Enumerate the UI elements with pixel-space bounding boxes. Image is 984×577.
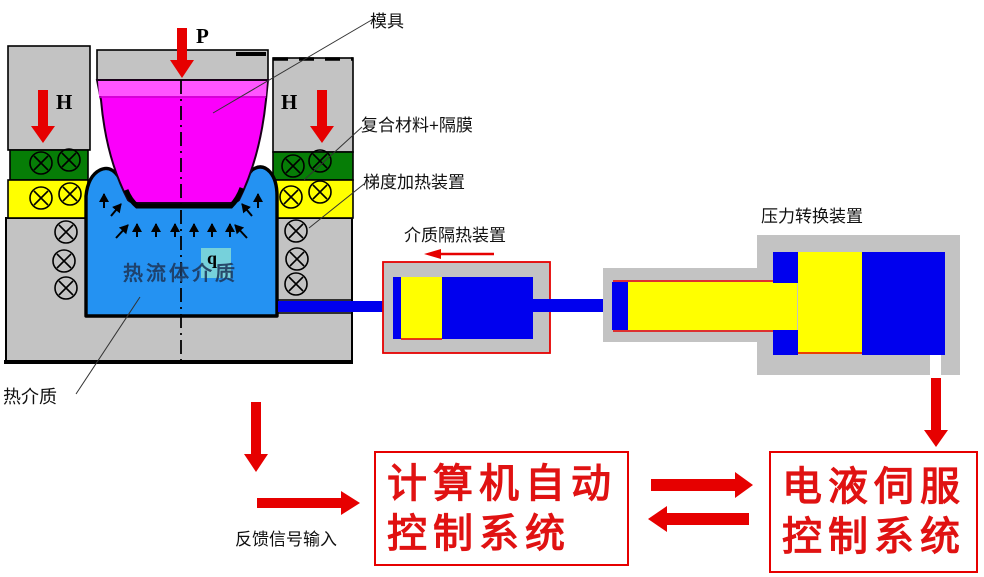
- label-pressure-p: P: [196, 24, 209, 48]
- feedback-right-arrow: [257, 491, 360, 515]
- computer-control-box: [374, 451, 629, 566]
- label-composite-diaphragm: 复合材料+隔膜: [361, 116, 473, 135]
- servo-to-computer-arrow: [648, 506, 749, 532]
- clamp-arrow-left: [31, 90, 55, 143]
- computer-to-servo-arrow: [651, 472, 753, 498]
- label-feedback-input: 反馈信号输入: [235, 530, 337, 549]
- insulation-direction-arrow: [424, 249, 494, 259]
- servo-control-line1: 电液伺服: [782, 464, 966, 509]
- computer-control-line2: 控制系统: [387, 510, 571, 556]
- pressure-to-servo-arrow: [924, 378, 948, 447]
- label-heat-q: q: [207, 248, 218, 268]
- feedback-down-arrow: [244, 402, 268, 472]
- label-hot-medium: 热介质: [3, 387, 57, 407]
- label-pressure-converter: 压力转换装置: [761, 207, 863, 226]
- servo-control-box: [769, 451, 978, 573]
- mold-shape: [95, 79, 270, 209]
- servo-control-text: 电液伺服 控制系统: [770, 452, 977, 572]
- press-force-arrow-p: [170, 28, 194, 78]
- leader-lines: [75, 17, 376, 395]
- heat-flux-patch: [201, 248, 231, 278]
- computer-control-text: 计算机自动 控制系统: [375, 452, 628, 565]
- label-gradient-heating: 梯度加热装置: [363, 173, 465, 192]
- medium-insulation-device: [382, 261, 613, 354]
- press-right-column: [272, 57, 354, 219]
- pressure-conversion-device: [603, 235, 960, 376]
- label-clamp-h-left: H: [56, 90, 73, 114]
- label-medium-insulation: 介质隔热装置: [404, 226, 506, 245]
- label-hot-fluid-medium: 热流体介质: [123, 263, 238, 285]
- computer-control-line1: 计算机自动: [387, 460, 617, 506]
- label-mold: 模具: [370, 12, 404, 31]
- servo-control-line2: 控制系统: [782, 514, 966, 559]
- clamp-arrow-right: [310, 90, 334, 143]
- medium-pipe: [278, 299, 394, 314]
- heat-flow-arrows: [99, 193, 263, 239]
- label-clamp-h-right: H: [281, 90, 298, 114]
